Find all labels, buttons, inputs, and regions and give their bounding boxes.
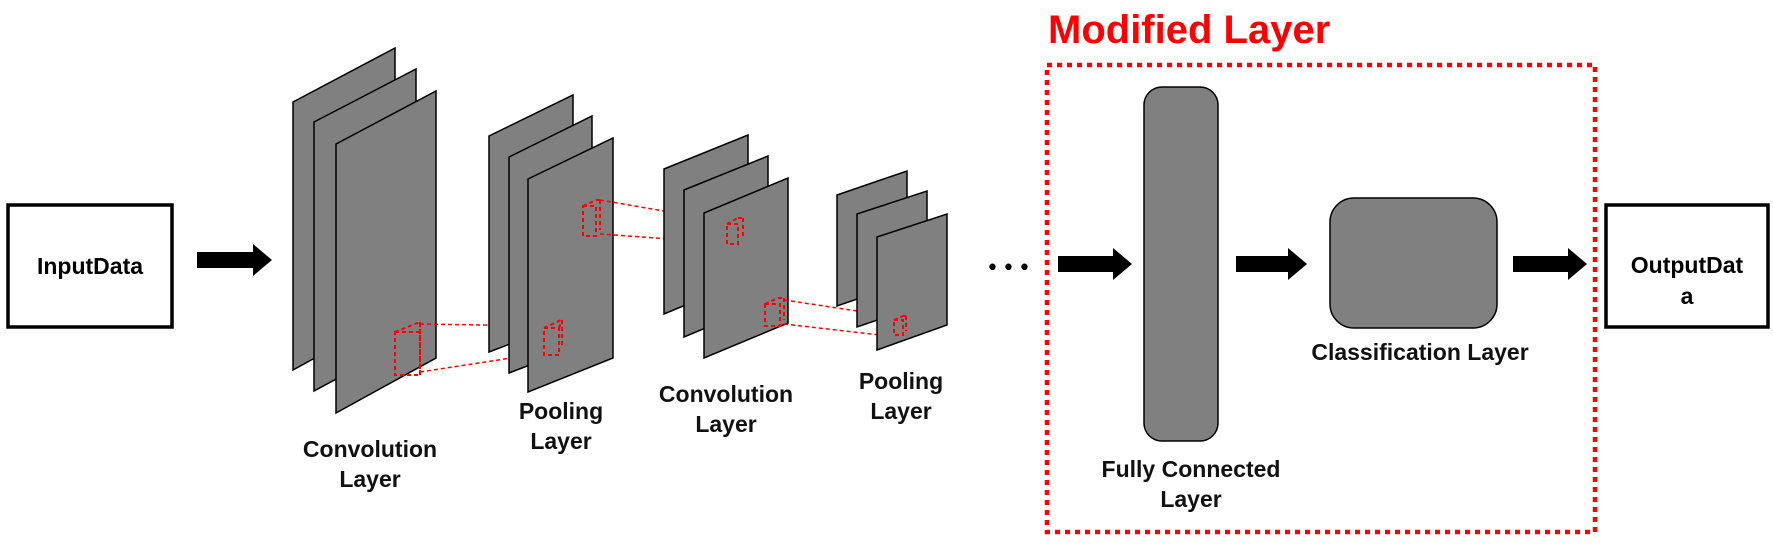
modified-layer-title: Modified Layer <box>1048 8 1330 52</box>
fully-connected-label-line2: Layer <box>1160 486 1221 512</box>
conv2-label-line1: Convolution <box>659 381 793 407</box>
pooling-layer-2 <box>836 169 948 352</box>
output-data-box: OutputDat a <box>1604 203 1770 329</box>
pool1-sheet-3 <box>527 136 614 394</box>
pool1-receptive-field <box>543 319 563 356</box>
conv1-label-line1: Convolution <box>303 436 437 462</box>
ellipsis: ••• <box>986 256 1034 281</box>
modified-layer-frame <box>1044 62 1598 535</box>
conv1-label-line2: Layer <box>339 466 400 492</box>
fully-connected-label-line1: Fully Connected <box>1102 456 1281 482</box>
arrow-fc-to-classification <box>1236 248 1307 280</box>
conv1-receptive-field <box>394 320 421 376</box>
fully-connected-layer <box>1143 86 1219 442</box>
classification-layer <box>1329 197 1498 329</box>
pooling-layer-1 <box>488 93 614 394</box>
convolution-layer-2 <box>663 133 789 360</box>
conv2-sheet-3 <box>703 176 789 360</box>
pool1-output-patch <box>582 199 601 237</box>
classification-label: Classification Layer <box>1311 339 1528 365</box>
input-data-label: InputData <box>37 253 143 279</box>
arrow-input-to-conv <box>197 244 272 276</box>
arrow-classification-to-output <box>1513 248 1587 280</box>
output-data-label-line2: a <box>1681 283 1694 309</box>
input-data-box: InputData <box>6 203 174 329</box>
arrow-to-fully-connected <box>1058 248 1132 280</box>
conv2-label-line2: Layer <box>695 411 756 437</box>
pool2-label-line1: Pooling <box>859 368 943 394</box>
output-data-label-line1: OutputDat <box>1631 252 1744 278</box>
pool2-receptive-field <box>893 315 907 336</box>
pool1-label-line1: Pooling <box>519 398 603 424</box>
pool1-label-line2: Layer <box>530 428 591 454</box>
convolution-layer-1 <box>292 46 437 415</box>
pool2-label-line2: Layer <box>870 398 931 424</box>
conv2-receptive-field <box>726 217 744 245</box>
conv2-output-patch <box>764 297 785 327</box>
pool2-sheet-3 <box>876 212 948 352</box>
